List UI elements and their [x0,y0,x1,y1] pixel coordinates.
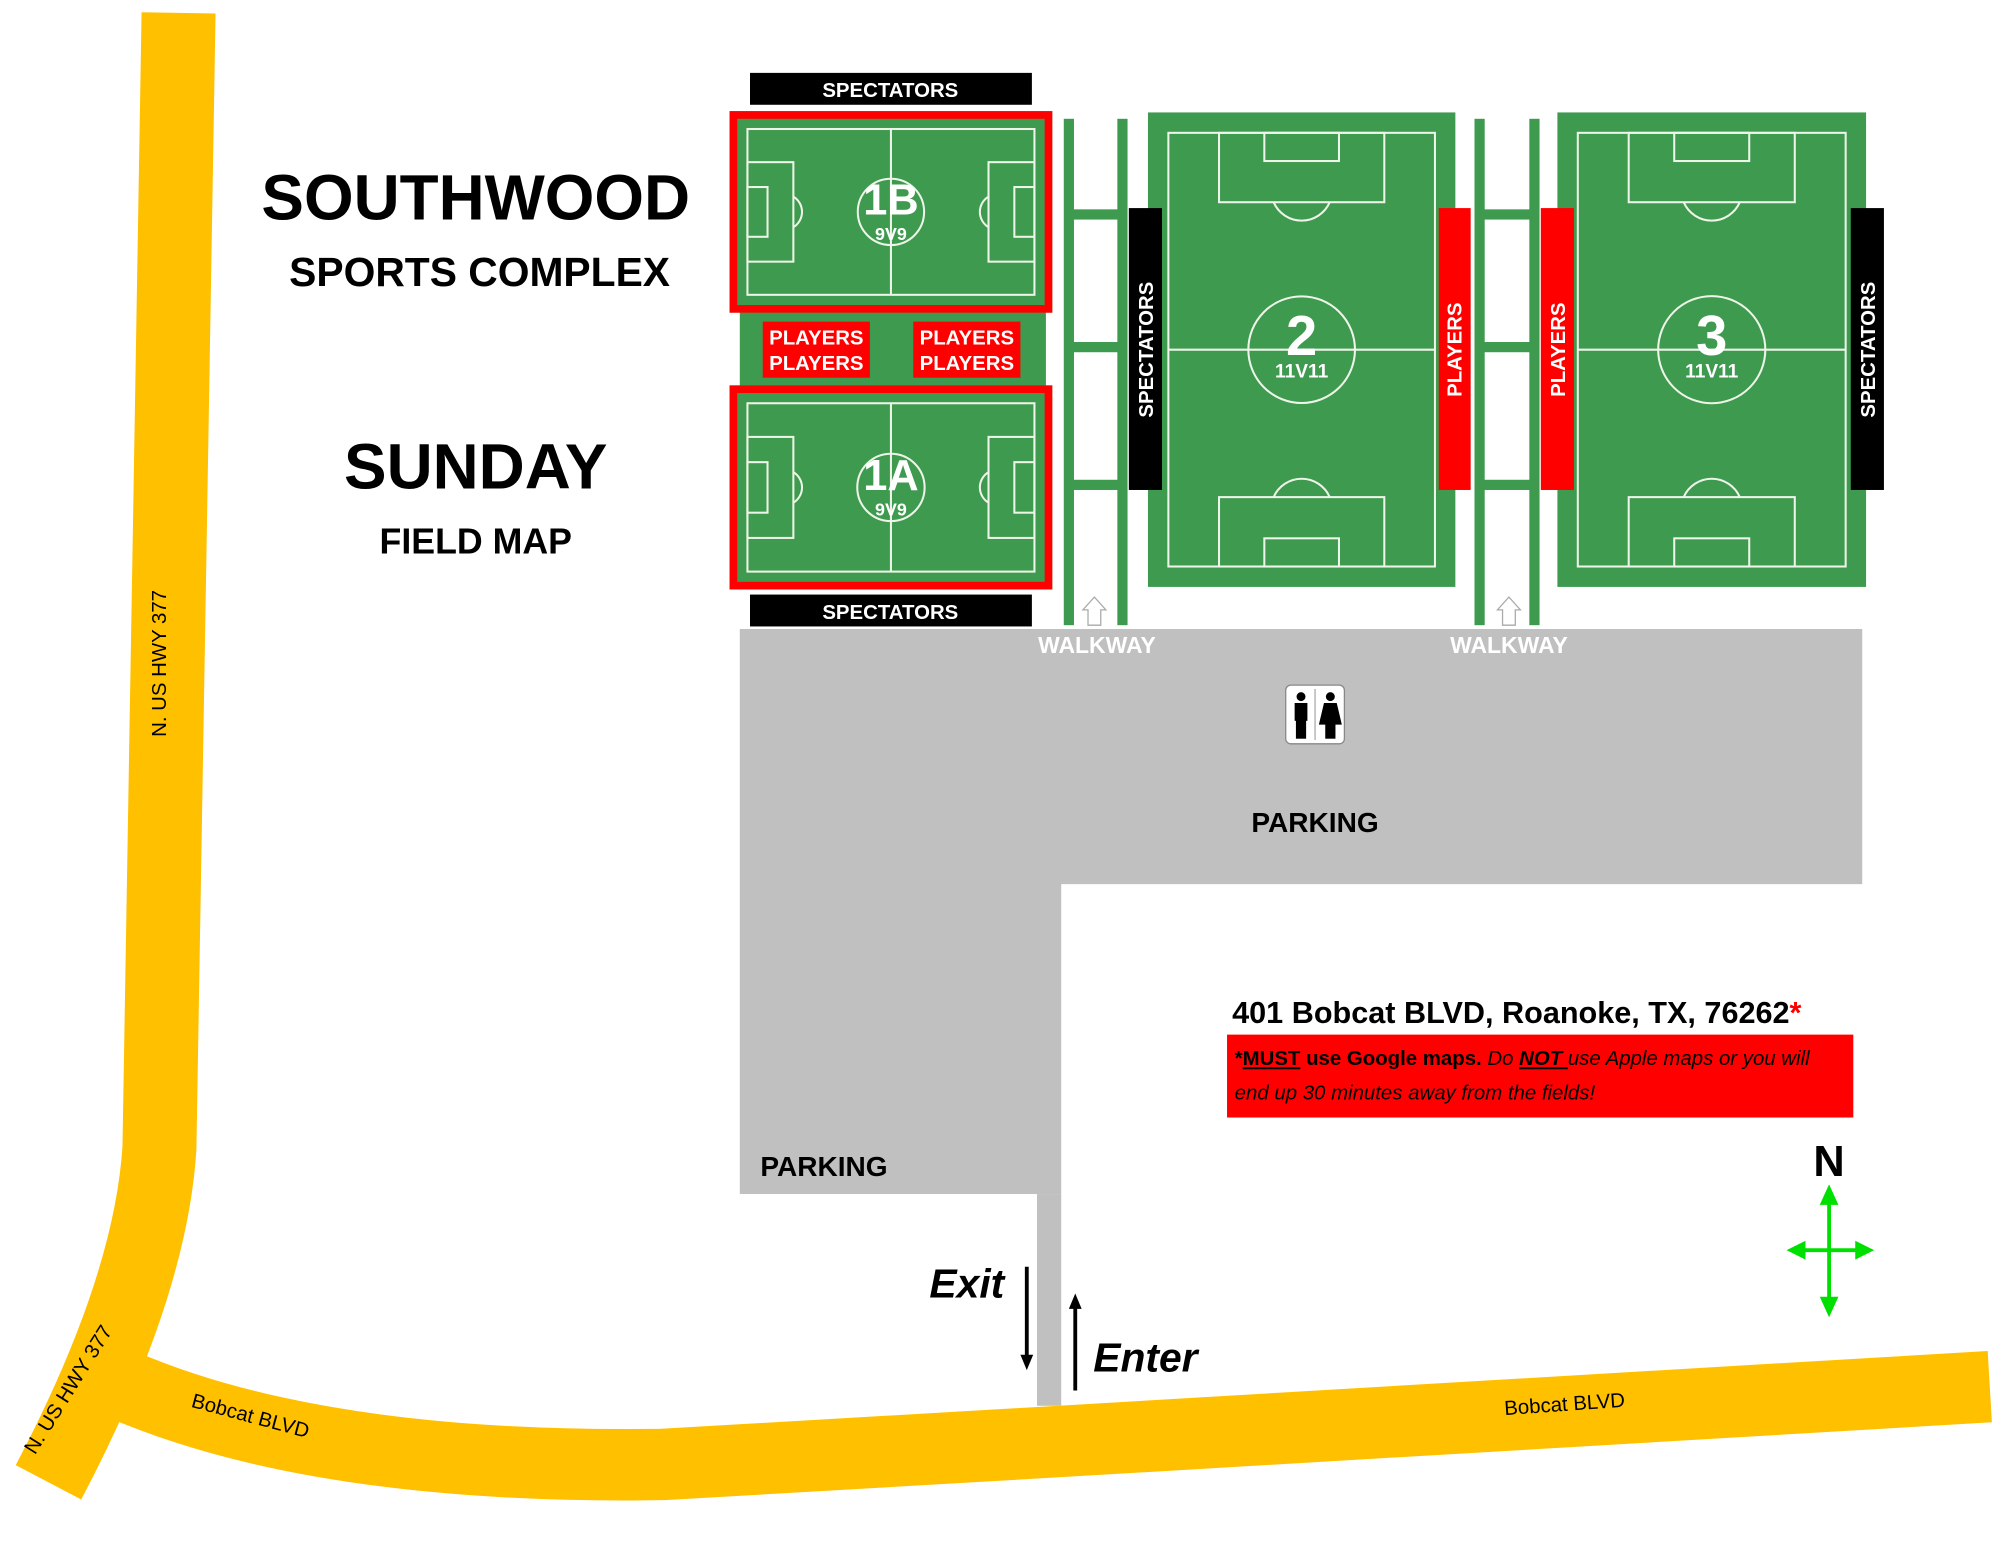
entrance-road [1036,1194,1062,1406]
field-number: 1A [863,452,918,500]
walkway-label-1: WALKWAY [1038,632,1156,658]
spectators-bar-field-2 [1128,208,1162,490]
title-field-map: FIELD MAP [380,522,572,562]
warning-line-1: *MUST use Google maps. Do NOT use Apple … [1235,1048,1810,1070]
goal-box [1263,537,1340,568]
penalty-arc [1272,477,1331,498]
field-format: 9V9 [875,499,907,519]
restroom-icon [1285,684,1346,745]
spectators-bar-top [750,72,1032,105]
goal-box [1673,131,1751,163]
parking-lot [739,629,1863,1195]
spectators-label: SPECTATORS [822,602,958,624]
field-number: 1B [863,176,918,224]
walkway-arrow-icon [1081,596,1108,626]
goal-box [1263,131,1340,163]
field-format: 11V11 [1685,362,1739,383]
walkway-arrow-icon [1496,596,1522,626]
title-southwood: SOUTHWOOD [261,162,690,234]
players-label: PLAYERS [920,328,1014,350]
walkway-label-2: WALKWAY [1450,632,1568,658]
north-label: N [1813,1138,1844,1186]
walkway-rung [1479,342,1535,353]
goal-box [1013,461,1036,514]
players-label: PLAYERS [769,328,863,350]
penalty-arc [1682,201,1741,222]
goal-box [1013,186,1036,238]
walkway-rung [1479,479,1535,490]
center-circle [1657,295,1767,405]
spectators-bar-bottom [750,594,1032,627]
walkway-rung [1479,209,1535,220]
exit-arrow-icon [1020,1266,1034,1371]
title-sports-complex: SPORTS COMPLEX [289,249,670,295]
walkway-rail [1529,118,1540,626]
penalty-arc [1682,477,1741,498]
highway-label: N. US HWY 377 [149,590,171,737]
center-circle [1247,295,1356,405]
spectators-label: SPECTATORS [822,80,958,102]
walkway-rail [1117,118,1128,626]
warning-line-2: end up 30 minutes away from the fields! [1235,1083,1596,1105]
selected-field-outline [729,385,1053,590]
goal-box [1673,537,1751,568]
spectators-label: SPECTATORS [1136,282,1158,418]
compass-icon [1786,1184,1875,1318]
players-label: PLAYERS [769,353,863,375]
penalty-arc [792,471,803,504]
penalty-arc [978,195,990,229]
goal-box [746,461,769,514]
goal-box [746,186,769,238]
field-number: 3 [1696,304,1727,367]
highway-377-road [15,12,216,1500]
address-text: 401 Bobcat BLVD, Roanoke, TX, 76262* [1232,996,1801,1030]
walkway-paths [1063,118,1540,626]
spectators-bar-field-3 [1850,208,1884,490]
center-circle [856,452,926,523]
players-label: PLAYERS [1445,302,1467,396]
field-format: 9V9 [875,224,907,244]
parking-label-1: PARKING [1251,807,1378,838]
players-box-right [913,321,1021,378]
field-format: 11V11 [1275,362,1329,383]
players-label: PLAYERS [1548,302,1570,396]
exit-label: Exit [929,1260,1005,1306]
players-label: PLAYERS [920,353,1014,375]
walkway-rail [1063,118,1074,626]
penalty-arc [792,195,803,229]
walkway-rung [1068,342,1123,353]
players-bar-field-3 [1540,208,1574,490]
title-sunday: SUNDAY [344,431,607,503]
walkway-rung [1068,209,1123,220]
selected-field-outline [729,111,1053,313]
penalty-arc [978,471,990,504]
bobcat-blvd-road [107,1351,1992,1501]
enter-label: Enter [1093,1334,1199,1380]
field-number: 2 [1286,304,1317,367]
penalty-arc [1272,201,1331,222]
enter-arrow-icon [1068,1293,1082,1391]
center-circle [856,177,926,247]
walkway-rung [1068,479,1123,490]
parking-label-2: PARKING [760,1151,887,1182]
spectators-label: SPECTATORS [1858,282,1880,418]
google-maps-warning [1227,1034,1854,1118]
players-box-left [762,321,870,378]
walkway-rail [1474,118,1485,626]
players-bar-field-2 [1438,208,1471,490]
